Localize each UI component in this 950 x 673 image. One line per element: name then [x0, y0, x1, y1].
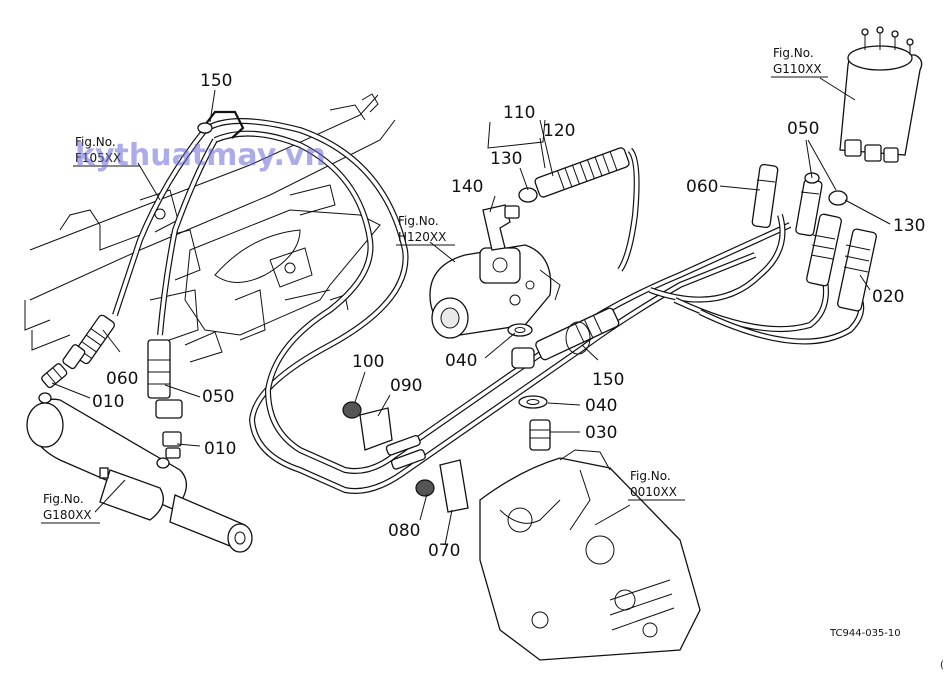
fig-ref-code: F105XX [75, 151, 121, 165]
watermark: kythuatmay.vn [75, 138, 326, 173]
label-090: 090 [390, 376, 422, 396]
label-060-right: 060 [686, 177, 718, 197]
fig-ref-g180: Fig.No. G180XX [41, 492, 100, 524]
label-010-mid: 010 [204, 439, 236, 459]
fig-ref-code: G110XX [773, 62, 822, 76]
label-050-right: 050 [787, 119, 819, 139]
drawing-code: TC944-035-10 [829, 628, 901, 639]
label-040-low: 040 [585, 396, 617, 416]
elbow-fitting-140 [482, 204, 520, 251]
label-040-mid: 040 [445, 351, 477, 371]
label-130-top: 130 [490, 149, 522, 169]
label-100: 100 [352, 352, 384, 372]
label-060-left: 060 [106, 369, 138, 389]
washers-and-bolt [507, 323, 551, 451]
fig-ref-label: Fig.No. [773, 46, 814, 60]
frame-chassis [24, 93, 396, 351]
fig-ref-code: G180XX [43, 508, 92, 522]
fig-ref-label: Fig.No. [75, 135, 116, 149]
label-120: 120 [543, 121, 575, 141]
right-fittings [751, 163, 877, 312]
hydraulic-pump [429, 244, 561, 339]
label-140: 140 [451, 177, 483, 197]
left-fittings [41, 314, 183, 459]
fig-ref-code: H120XX [398, 230, 446, 244]
label-080: 080 [388, 521, 420, 541]
fig-ref-label: Fig.No. [398, 214, 439, 228]
label-020: 020 [872, 287, 904, 307]
label-150-mid: 150 [592, 370, 624, 390]
fig-ref-code: 0010XX [630, 485, 677, 499]
label-050-left: 050 [202, 387, 234, 407]
spring-hose-120 [518, 147, 630, 203]
middle-hose-end [511, 307, 620, 369]
leader-lines [51, 77, 891, 546]
part-number-labels: 150 110 120 130 140 060 010 050 010 100 … [92, 71, 925, 561]
label-110: 110 [503, 103, 535, 123]
label-070: 070 [428, 541, 460, 561]
hydraulic-cylinder [26, 392, 253, 553]
fig-ref-label: Fig.No. [630, 469, 671, 483]
control-valve [839, 26, 923, 163]
corner-mark: ( [940, 660, 944, 671]
hose-bracket [342, 401, 469, 513]
fig-ref-0010: Fig.No. 0010XX [628, 469, 685, 501]
fig-ref-label: Fig.No. [43, 492, 84, 506]
hydraulic-lines [112, 118, 865, 494]
label-130-right: 130 [893, 216, 925, 236]
label-030: 030 [585, 423, 617, 443]
fig-ref-g110: Fig.No. G110XX [771, 46, 828, 78]
label-010-left: 010 [92, 392, 124, 412]
fig-ref-h120: Fig.No. H120XX [396, 214, 455, 246]
fig-ref-f105: Fig.No. F105XX [73, 135, 140, 167]
top-hose-clamp [197, 110, 245, 139]
label-150-top: 150 [200, 71, 232, 91]
transmission-case [479, 449, 701, 661]
